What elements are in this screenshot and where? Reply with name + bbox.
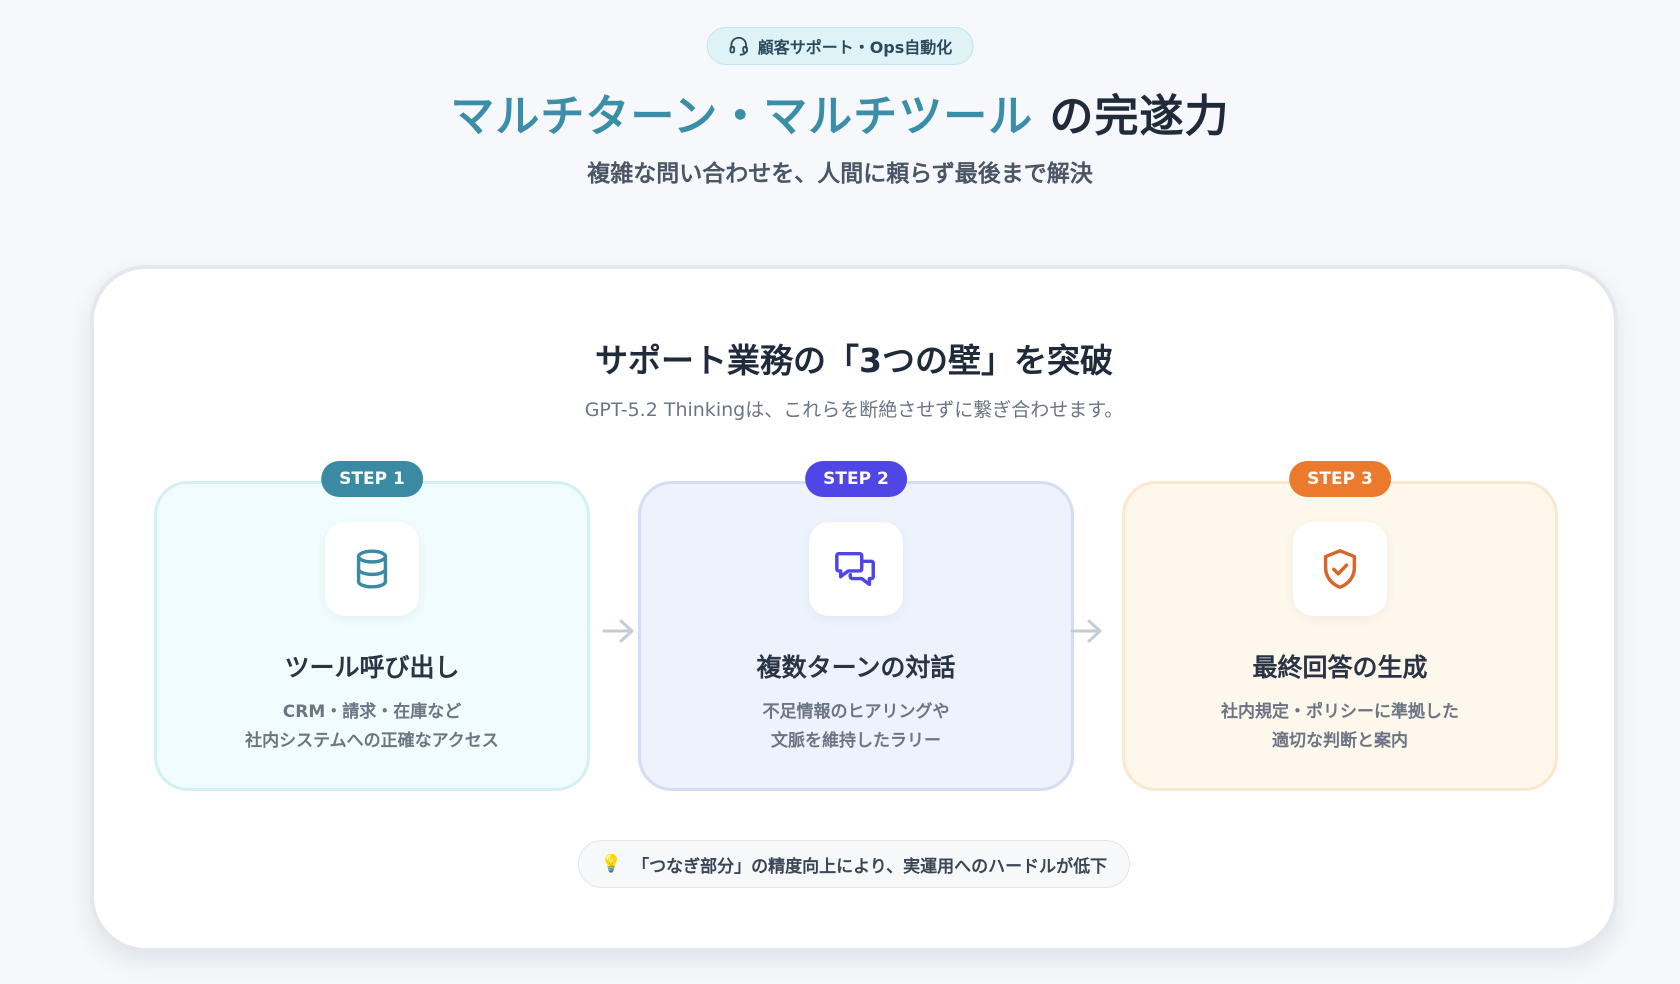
step-description: 社内規定・ポリシーに準拠した 適切な判断と案内: [1125, 698, 1555, 756]
step-icon-container: [1293, 522, 1387, 616]
category-badge: 顧客サポート・Ops自動化: [706, 27, 974, 65]
page-subtitle: 複雑な問い合わせを、人間に頼らず最後まで解決: [587, 161, 1093, 187]
step-description: 不足情報のヒアリングや 文脈を維持したラリー: [641, 698, 1071, 756]
headset-icon: [729, 36, 748, 56]
step-icon-container: [325, 522, 419, 616]
page-title-rest: の完遂力: [1033, 91, 1230, 142]
step-description-line: CRM・請求・在庫など: [282, 702, 462, 722]
step-description: CRM・請求・在庫など 社内システムへの正確なアクセス: [157, 698, 587, 756]
step-description-line: 社内規定・ポリシーに準拠した: [1221, 702, 1459, 722]
step-card-tool-calls: STEP 1 ツール呼び出し CRM・請求・在庫など 社内システムへの正確なアク…: [154, 461, 590, 791]
step-description-line: 適切な判断と案内: [1272, 731, 1408, 751]
shield-check-icon: [1323, 549, 1357, 589]
card-title: サポート業務の「3つの壁」を突破: [595, 341, 1113, 380]
step-badge: STEP 2: [805, 461, 907, 497]
step-card-multi-turn: STEP 2 複数ターンの対話 不足情報のヒアリングや 文脈を維持したラリー: [638, 461, 1074, 791]
arrow-right-icon: [601, 616, 637, 646]
arrow-right-icon: [1069, 616, 1105, 646]
database-icon: [356, 549, 388, 589]
step-title: 複数ターンの対話: [756, 653, 956, 682]
step-description-line: 文脈を維持したラリー: [771, 731, 941, 751]
note-text: 「つなぎ部分」の精度向上により、実運用へのハードルが低下: [632, 856, 1108, 877]
step-title: 最終回答の生成: [1252, 653, 1428, 682]
step-title: ツール呼び出し: [284, 653, 460, 682]
page-title-accent: マルチターン・マルチツール: [450, 91, 1034, 142]
chat-bubbles-icon: [835, 551, 875, 587]
steps-card: サポート業務の「3つの壁」を突破 GPT-5.2 Thinkingは、これらを断…: [90, 265, 1618, 952]
step-description-line: 不足情報のヒアリングや: [762, 702, 950, 722]
page-title: マルチターン・マルチツール の完遂力: [0, 80, 1680, 144]
step-card-final-answer: STEP 3 最終回答の生成 社内規定・ポリシーに準拠した 適切な判断と案内: [1122, 461, 1558, 791]
note-pill: 💡 「つなぎ部分」の精度向上により、実運用へのハードルが低下: [577, 840, 1131, 888]
step-description-line: 社内システムへの正確なアクセス: [245, 731, 499, 751]
category-badge-label: 顧客サポート・Ops自動化: [757, 38, 953, 57]
step-badge: STEP 1: [321, 461, 423, 497]
card-subtitle: GPT-5.2 Thinkingは、これらを断絶させずに繋ぎ合わせます。: [584, 399, 1124, 421]
lightbulb-icon: 💡: [600, 854, 623, 874]
step-badge: STEP 3: [1289, 461, 1391, 497]
step-icon-container: [809, 522, 903, 616]
